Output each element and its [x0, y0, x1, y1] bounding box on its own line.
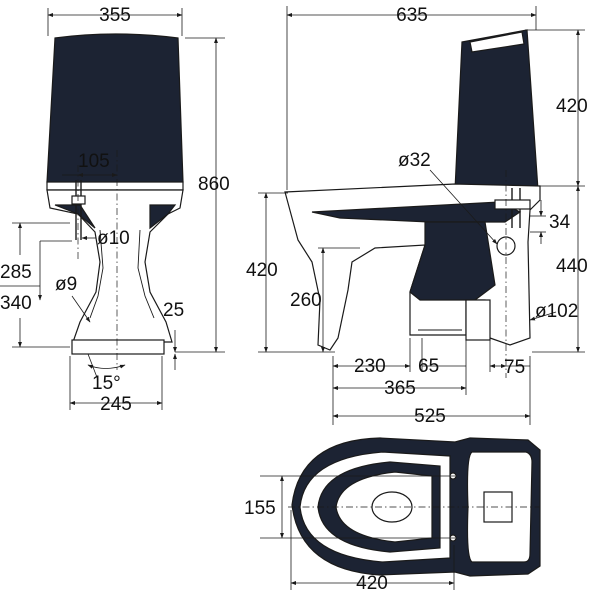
dim-bolt-10: ø10: [97, 228, 130, 249]
dim-outlet-260: 260: [290, 290, 322, 311]
dim-pipe-105: 105: [78, 151, 110, 172]
dim-base-245: 245: [100, 394, 132, 415]
dim-285: 285: [0, 262, 32, 283]
dim-340: 340: [0, 293, 32, 314]
dim-440: 440: [556, 256, 588, 277]
dim-depth-635: 635: [396, 5, 428, 26]
dim-230: 230: [354, 356, 386, 377]
front-pedestal: [46, 189, 184, 343]
dim-width-front: 355: [99, 5, 131, 26]
dim-inlet-32: ø32: [398, 150, 431, 171]
front-view: 355 860 105 ø10 285 340 ø9 25 15°: [0, 5, 230, 415]
dim-34: 34: [549, 212, 571, 233]
dim-75: 75: [504, 357, 525, 378]
dim-155: 155: [244, 498, 276, 519]
dim-seat-height: 420: [246, 260, 278, 281]
dim-25: 25: [163, 300, 184, 321]
dim-365: 365: [384, 378, 416, 399]
dim-hole-9: ø9: [55, 274, 77, 295]
dim-top-420: 420: [356, 573, 388, 594]
top-view: 155 420: [244, 437, 541, 594]
dim-height-total: 860: [198, 174, 230, 195]
dim-65: 65: [418, 356, 439, 377]
dim-angle-15: 15°: [92, 373, 121, 394]
side-tank: [454, 29, 539, 191]
dim-tank-height: 420: [556, 96, 588, 117]
front-base: [71, 339, 165, 355]
side-view: 635 420 ø32 34 440 420 260 ø102: [246, 5, 588, 427]
dim-outlet-102: ø102: [535, 301, 578, 322]
dim-length-525: 525: [414, 406, 446, 427]
front-tank: [46, 33, 184, 187]
